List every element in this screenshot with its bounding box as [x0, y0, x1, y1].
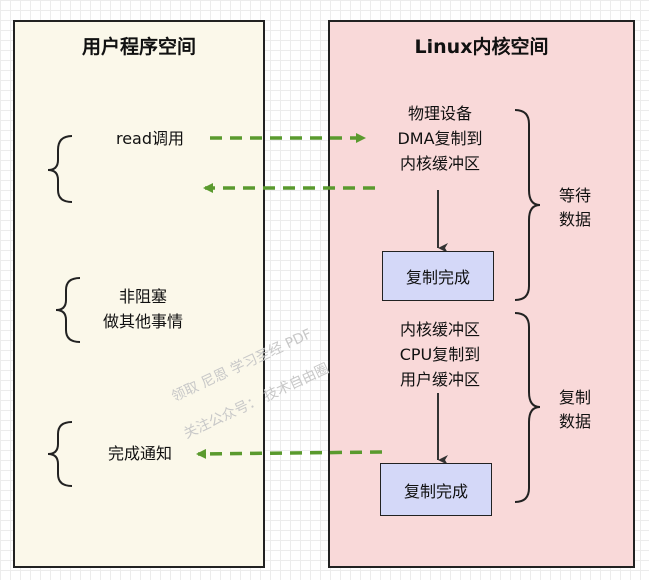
- step2-line1: 内核缓冲区: [399, 320, 480, 339]
- copy-complete-box-2: 复制完成: [380, 463, 492, 516]
- wait-data-line1: 等待: [558, 186, 591, 205]
- step2-line3: 用户缓冲区: [399, 370, 480, 389]
- step1-line2: DMA复制到: [397, 129, 483, 148]
- copy-data-line2: 数据: [558, 412, 591, 431]
- kernel-space-title: Linux内核空间: [414, 36, 549, 58]
- step1-line3: 内核缓冲区: [399, 154, 480, 173]
- brace-wait-data: [514, 109, 541, 301]
- user-space-title: 用户程序空间: [81, 36, 196, 58]
- read-call-label: read调用: [115, 129, 185, 148]
- complete-notify-arrow: [196, 448, 383, 459]
- brace-nonblocking: [55, 277, 81, 343]
- user-space-panel: 用户程序空间: [13, 20, 265, 568]
- nonblocking-line2: 做其他事情: [102, 312, 183, 331]
- nonblocking-line1: 非阻塞: [118, 287, 167, 306]
- step1-line1: 物理设备: [407, 104, 472, 123]
- wait-data-line2: 数据: [558, 210, 591, 229]
- complete-notify-label: 完成通知: [107, 444, 172, 463]
- brace-complete: [47, 421, 73, 487]
- brace-read: [47, 135, 73, 203]
- brace-copy-data: [514, 312, 541, 503]
- copy-complete-box-1: 复制完成: [382, 251, 494, 301]
- step2-line2: CPU复制到: [399, 345, 481, 364]
- copy-data-line1: 复制: [558, 388, 591, 407]
